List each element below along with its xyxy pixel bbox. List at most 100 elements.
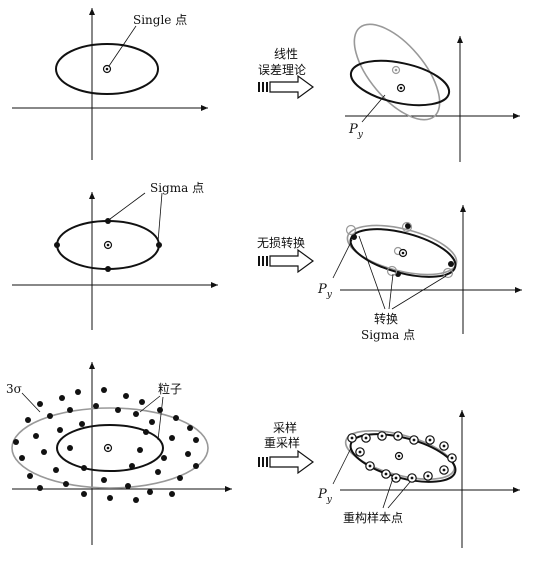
resampled-point — [347, 433, 357, 443]
particle — [149, 419, 155, 425]
resampled-point — [391, 473, 401, 483]
transformed-sigma-point — [401, 221, 413, 233]
transformed-sigma-point — [442, 267, 454, 279]
row3-arrow: 采样 重采样 — [257, 420, 314, 474]
particle — [177, 475, 183, 481]
label-leader — [139, 395, 161, 413]
particle — [57, 427, 63, 433]
ellipse — [55, 43, 159, 95]
sigma-point — [156, 242, 162, 248]
particle — [67, 445, 73, 451]
particle — [13, 439, 19, 445]
resampled-point — [439, 465, 449, 475]
particle — [59, 395, 65, 401]
particle — [19, 455, 25, 461]
particle — [125, 483, 131, 489]
particle — [81, 491, 87, 497]
arrow-label-line2: 误差理论 — [258, 63, 306, 77]
resampled-point — [381, 469, 391, 479]
py-label: Py — [317, 282, 333, 300]
particle — [187, 425, 193, 431]
resampled-point — [365, 461, 375, 471]
particle — [107, 495, 113, 501]
row3-left-panel: 3σ 粒子 — [6, 362, 232, 545]
particles-label: 粒子 — [158, 381, 182, 396]
true-ellipse — [349, 59, 451, 107]
particle — [81, 465, 87, 471]
particle — [67, 407, 73, 413]
resampled-point — [355, 447, 365, 457]
py-leader — [361, 94, 386, 123]
particle — [161, 455, 167, 461]
propagated-ellipse-gray — [353, 23, 441, 121]
sigma-point — [54, 242, 60, 248]
sigma-point — [405, 223, 411, 229]
particle — [169, 491, 175, 497]
one-sigma-ellipse — [56, 424, 164, 472]
sigma-point — [351, 234, 357, 240]
particle — [101, 387, 107, 393]
particle — [53, 467, 59, 473]
particle — [123, 393, 129, 399]
row1-left-panel: Single 点 — [12, 8, 208, 160]
arrow-label-line1: 采样 — [273, 420, 297, 435]
label-leader — [157, 396, 164, 441]
particle — [173, 415, 179, 421]
conv-leader — [388, 273, 394, 310]
conv-label-line1: 转换 — [374, 311, 398, 326]
resampled-point — [423, 471, 433, 481]
particle — [137, 447, 143, 453]
particle — [37, 485, 43, 491]
row2-left-panel: Sigma 点 — [12, 181, 218, 330]
sigma-point — [105, 266, 111, 272]
transformed-sigma-point — [386, 265, 398, 277]
particle — [41, 449, 47, 455]
label-leader — [21, 392, 41, 413]
py-label: Py — [317, 487, 333, 505]
particle — [115, 407, 121, 413]
resampled-point — [377, 431, 387, 441]
row3-right-panel: Py 重构样本点 — [317, 410, 520, 548]
particle — [33, 433, 39, 439]
transformed-sigma-point — [345, 224, 357, 236]
resample-label: 重构样本点 — [343, 510, 403, 525]
particle — [185, 451, 191, 457]
resample-leader — [387, 481, 411, 509]
particle — [79, 421, 85, 427]
label-leader — [157, 192, 163, 243]
transform-arrow — [257, 450, 314, 474]
conv-label-line2: Sigma 点 — [361, 328, 415, 342]
resampled-point — [407, 473, 417, 483]
particle — [75, 389, 81, 395]
three-sigma-label: 3σ — [6, 382, 22, 396]
particle — [133, 411, 139, 417]
particle — [169, 435, 175, 441]
label-leader — [109, 192, 146, 220]
particle — [139, 399, 145, 405]
single-point-label: Single 点 — [133, 13, 187, 27]
conv-leader — [358, 235, 386, 310]
row1-arrow: 线性 误差理论 — [257, 47, 314, 99]
particle — [63, 481, 69, 487]
transform-arrow — [257, 249, 314, 273]
particle — [37, 401, 43, 407]
row2-right-panel: Py 转换 Sigma 点 — [317, 205, 522, 342]
arrow-label-line1: 无损转换 — [257, 235, 305, 250]
conv-leader — [391, 275, 447, 310]
particle — [147, 489, 153, 495]
particle — [47, 413, 53, 419]
resampled-point — [439, 441, 449, 451]
resampled-point — [425, 435, 435, 445]
particle — [155, 469, 161, 475]
row1-right-panel: Py — [345, 23, 520, 162]
resample-leader — [382, 477, 394, 509]
row2-arrow: 无损转换 — [257, 235, 314, 273]
arrow-label-line1: 线性 — [274, 47, 298, 61]
label-leader — [108, 25, 137, 67]
py-leader — [332, 239, 353, 279]
particle — [193, 463, 199, 469]
sigma-point-label: Sigma 点 — [150, 181, 204, 195]
resampled-point — [447, 453, 457, 463]
resampled-point — [409, 435, 419, 445]
